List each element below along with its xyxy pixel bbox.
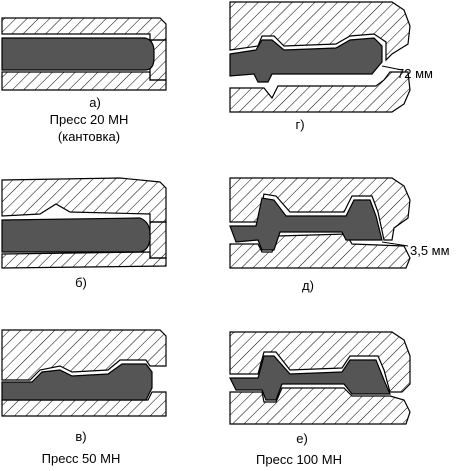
panel-b-lower-die xyxy=(1,251,167,269)
panel-a-letter: а) xyxy=(89,95,101,110)
panel-a-note: (кантовка) xyxy=(57,129,121,144)
panel-g-lower-die xyxy=(229,71,411,113)
panel-e-forging xyxy=(229,355,391,401)
panel-b-forging xyxy=(1,217,151,253)
panel-v-press-label: Пресс 50 МН xyxy=(41,451,121,466)
panel-v-forging xyxy=(1,363,153,401)
panel-d-drawing xyxy=(229,177,411,269)
panel-e-press-label: Пресс 100 МН xyxy=(256,452,342,467)
panel-a-forging xyxy=(1,37,155,71)
panel-g-forging xyxy=(229,37,383,83)
panel-g-dimension-label: 72 мм xyxy=(397,66,433,81)
panel-e-lower-die xyxy=(229,387,411,425)
panel-g-letter: г) xyxy=(295,117,305,132)
panel-a-lower-die xyxy=(1,71,167,91)
panel-g-drawing xyxy=(229,1,411,113)
panel-a-press-label: Пресс 20 МН xyxy=(49,112,129,127)
panel-b-drawing xyxy=(1,177,167,269)
panel-d-dimension-line xyxy=(381,241,409,247)
panel-e-letter: е) xyxy=(296,431,308,446)
panel-d-dimension-label: 3,5 мм xyxy=(410,243,450,258)
panel-a-drawing xyxy=(1,17,167,91)
panel-e-upper-die xyxy=(229,331,411,393)
panel-a-upper-die xyxy=(1,17,167,41)
panel-g-upper-die xyxy=(229,1,411,62)
panel-v-letter: в) xyxy=(75,429,87,444)
panel-v-upper-die xyxy=(1,329,167,381)
panel-g-dimension-line xyxy=(381,65,403,71)
panel-v-lower-die xyxy=(1,391,167,417)
panel-d-forging xyxy=(229,197,383,251)
panel-e-drawing xyxy=(229,331,411,425)
panel-b-letter: б) xyxy=(75,275,87,290)
panel-v-drawing xyxy=(1,329,167,417)
panel-d-letter: д) xyxy=(302,278,314,293)
panel-b-upper-die xyxy=(1,177,167,223)
panel-b-right-die xyxy=(149,221,167,259)
